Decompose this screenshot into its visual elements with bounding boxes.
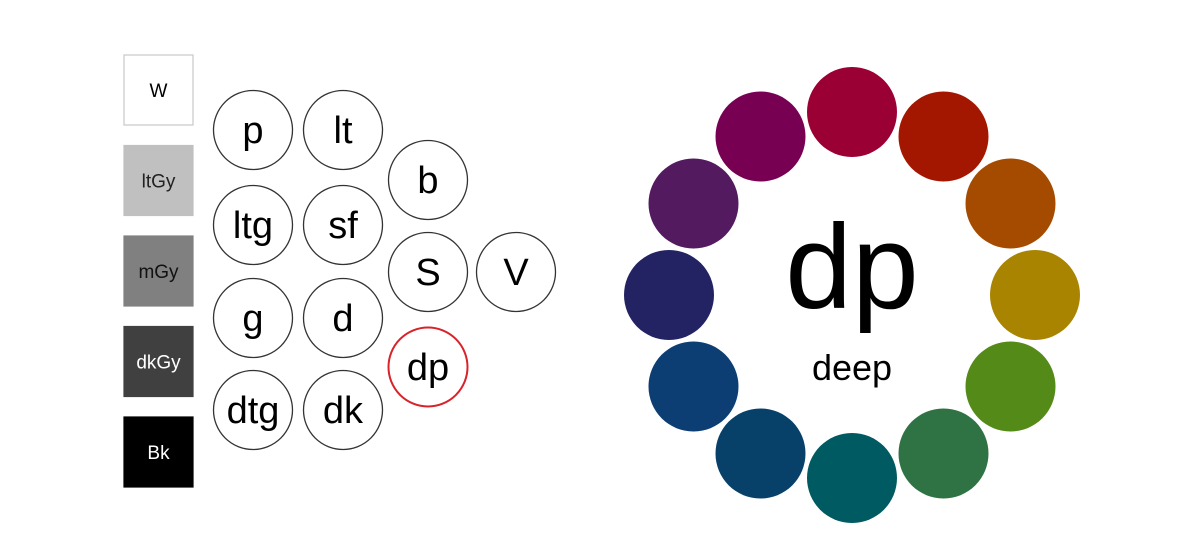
tone-ring: [387, 231, 469, 313]
swatch-box: [123, 144, 194, 217]
tone-circle-V[interactable]: V: [475, 231, 557, 313]
tone-ring: [212, 369, 294, 451]
swatch-box: [123, 325, 194, 398]
tone-subtitle: deep: [812, 347, 892, 388]
tone-ring: [212, 89, 294, 171]
tone-ring: [212, 277, 294, 359]
tone-ring: [387, 139, 469, 221]
tone-label: p: [242, 110, 263, 152]
tone-circle-lt[interactable]: lt: [302, 89, 384, 171]
tone-ring: [302, 184, 384, 266]
tone-circle-S[interactable]: S: [387, 231, 469, 313]
swatch-box: [123, 54, 194, 126]
hue-dot: [965, 341, 1056, 432]
hue-dot: [898, 408, 989, 499]
hue-dot: [624, 250, 714, 340]
hue-dot: [715, 91, 806, 182]
hue-dot: [965, 158, 1056, 249]
hue-dot: [715, 408, 806, 499]
tone-circle-g[interactable]: g: [212, 277, 294, 359]
hue-dot: [648, 341, 739, 432]
hue-dot: [807, 433, 897, 523]
hue-dot: [807, 67, 897, 157]
tone-ring: [302, 277, 384, 359]
tone-label: b: [417, 160, 438, 202]
hue-dot: [990, 250, 1080, 340]
tone-circle-dtg[interactable]: dtg: [212, 369, 294, 451]
tone-label: lt: [334, 110, 353, 152]
swatch-label: W: [150, 81, 168, 102]
hue-dot: [898, 91, 989, 182]
neutral-swatch: Bk: [123, 416, 194, 488]
neutral-swatch: W: [123, 54, 194, 126]
swatch-box: [123, 235, 194, 307]
swatch-label: mGy: [138, 262, 179, 283]
swatch-label: dkGy: [136, 353, 181, 374]
tone-circle-p[interactable]: p: [212, 89, 294, 171]
swatch-box: [123, 416, 194, 488]
tone-label: dp: [407, 347, 449, 389]
tone-label: ltg: [233, 205, 273, 247]
tone-circle-ltg[interactable]: ltg: [212, 184, 294, 266]
tone-label: sf: [328, 205, 358, 247]
tone-label: dtg: [227, 390, 280, 432]
selected-tone-ring: [387, 326, 469, 408]
hue-wheel: dp deep: [624, 67, 1080, 523]
tone-label: S: [415, 252, 440, 294]
tone-circle-sf[interactable]: sf: [302, 184, 384, 266]
tone-title: dp: [785, 200, 918, 334]
tone-label: V: [503, 252, 529, 294]
tone-ring: [475, 231, 557, 313]
tone-ring: [302, 89, 384, 171]
tone-ring: [302, 369, 384, 451]
hue-dots: [624, 67, 1080, 523]
neutral-swatch: dkGy: [123, 325, 194, 398]
swatch-label: Bk: [147, 443, 170, 464]
tone-circle-b[interactable]: b: [387, 139, 469, 221]
tone-label: dk: [323, 390, 364, 432]
tone-ring: [212, 184, 294, 266]
tone-label: g: [242, 298, 263, 340]
tone-circle-dp[interactable]: dp: [387, 326, 469, 408]
tone-circle-dk[interactable]: dk: [302, 369, 384, 451]
tone-label: d: [332, 298, 353, 340]
swatch-label: ltGy: [142, 172, 176, 193]
neutral-swatch: ltGy: [123, 144, 194, 217]
neutral-swatch: mGy: [123, 235, 194, 307]
tone-circle-d[interactable]: d: [302, 277, 384, 359]
hue-dot: [648, 158, 739, 249]
